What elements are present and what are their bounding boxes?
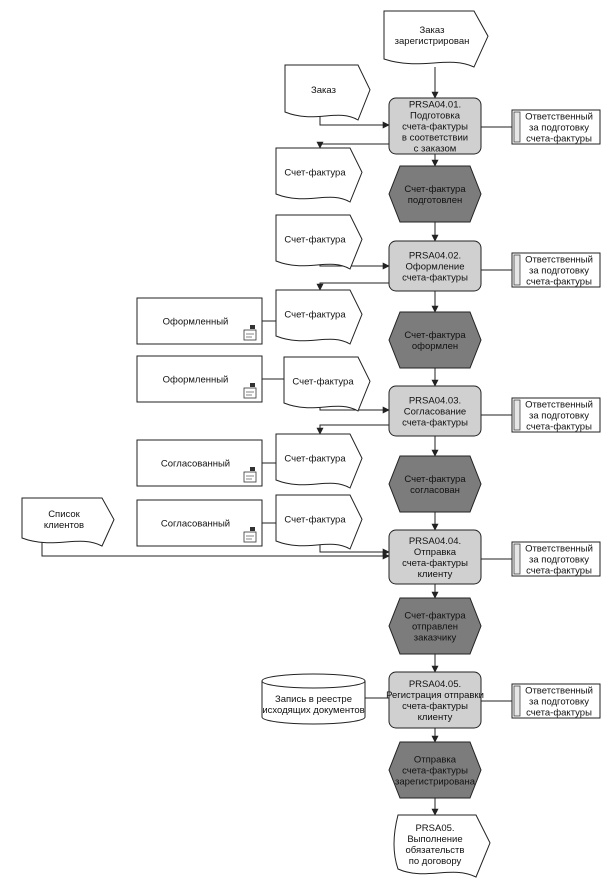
connector-layer xyxy=(41,67,512,816)
document-label: Счет-фактура xyxy=(284,235,346,246)
document-label: Счет-фактура xyxy=(284,454,346,465)
connector-line xyxy=(41,538,390,560)
connector-line xyxy=(319,543,390,556)
document-stamp-icon xyxy=(243,527,257,543)
document-shape: Счет-фактура xyxy=(275,147,363,203)
status-label: Согласованный xyxy=(161,459,230,470)
status-box: Оформленный xyxy=(136,355,263,403)
document-shape: Счет-фактура xyxy=(275,433,363,489)
document-label: Заказ xyxy=(311,85,336,96)
document-label: Счет-фактура xyxy=(292,377,354,388)
document-stamp-icon xyxy=(243,325,257,341)
status-box: Согласованный xyxy=(136,499,263,547)
document-shape: Заказ xyxy=(284,64,371,121)
status-box: Согласованный xyxy=(136,439,263,487)
status-label: Оформленный xyxy=(163,317,229,328)
document-shape: Счет-фактура xyxy=(275,289,363,345)
document-shape: Счет-фактура xyxy=(275,214,363,270)
document-shape: Счет-фактура xyxy=(275,494,363,550)
status-label: Оформленный xyxy=(163,375,229,386)
document-label: Счет-фактура xyxy=(284,168,346,179)
document-label: Счет-фактура xyxy=(284,515,346,526)
connector-line xyxy=(316,282,389,291)
document-shape: Счет-фактура xyxy=(283,356,371,412)
document-stamp-icon xyxy=(243,467,257,483)
document-label: Счет-фактура xyxy=(284,310,346,321)
status-label: Согласованный xyxy=(161,519,230,530)
status-box: Оформленный xyxy=(136,297,263,345)
connector-line xyxy=(316,141,389,149)
connector-line xyxy=(319,113,390,129)
document-stamp-icon xyxy=(243,383,257,399)
connector-line xyxy=(316,424,389,435)
